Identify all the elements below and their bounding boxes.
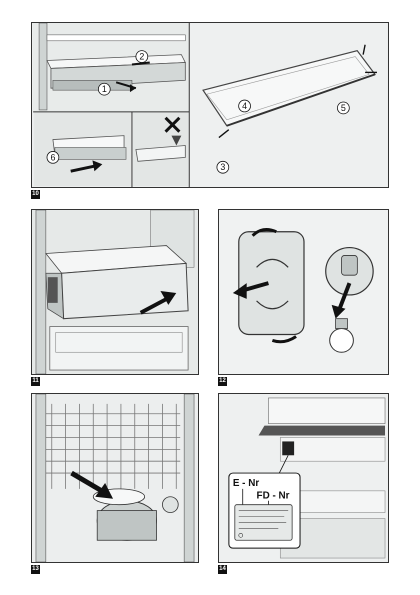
figure-12-panel <box>218 209 389 375</box>
svg-text:5: 5 <box>341 103 346 113</box>
svg-text:2: 2 <box>139 52 144 62</box>
svg-text:3: 3 <box>220 162 225 172</box>
figure-14-illustration: E - Nr FD - Nr <box>219 394 388 562</box>
figure-11-illustration <box>32 210 198 374</box>
svg-text:1: 1 <box>102 84 107 94</box>
callout-2: 2 <box>135 50 149 63</box>
figure-12-illustration <box>219 210 388 374</box>
callout-3: 3 <box>216 160 230 174</box>
figure-number-13: 13 <box>31 565 40 574</box>
callout-5: 5 <box>337 101 350 115</box>
figure-13-panel <box>31 393 199 563</box>
figure-10-illustration <box>33 23 387 187</box>
svg-text:4: 4 <box>242 101 247 111</box>
fd-nr-label: FD - Nr <box>257 491 290 502</box>
figure-14-panel: E - Nr FD - Nr <box>218 393 389 563</box>
figure-13-illustration <box>32 394 198 562</box>
callout-1: 1 <box>97 82 111 96</box>
figure-number-10: 10 <box>31 190 40 199</box>
figure-number-12: 12 <box>218 377 227 386</box>
figure-10-panel: 1 2 3 4 5 6 <box>31 22 389 188</box>
callout-4: 4 <box>238 99 251 113</box>
figure-number-14: 14 <box>218 565 227 574</box>
figure-number-11: 11 <box>31 377 40 386</box>
figure-10-callouts: 1 2 3 4 5 6 <box>46 50 350 174</box>
callout-6: 6 <box>46 151 60 164</box>
svg-text:6: 6 <box>50 152 55 162</box>
figure-11-panel <box>31 209 199 375</box>
e-nr-label: E - Nr <box>233 478 259 489</box>
